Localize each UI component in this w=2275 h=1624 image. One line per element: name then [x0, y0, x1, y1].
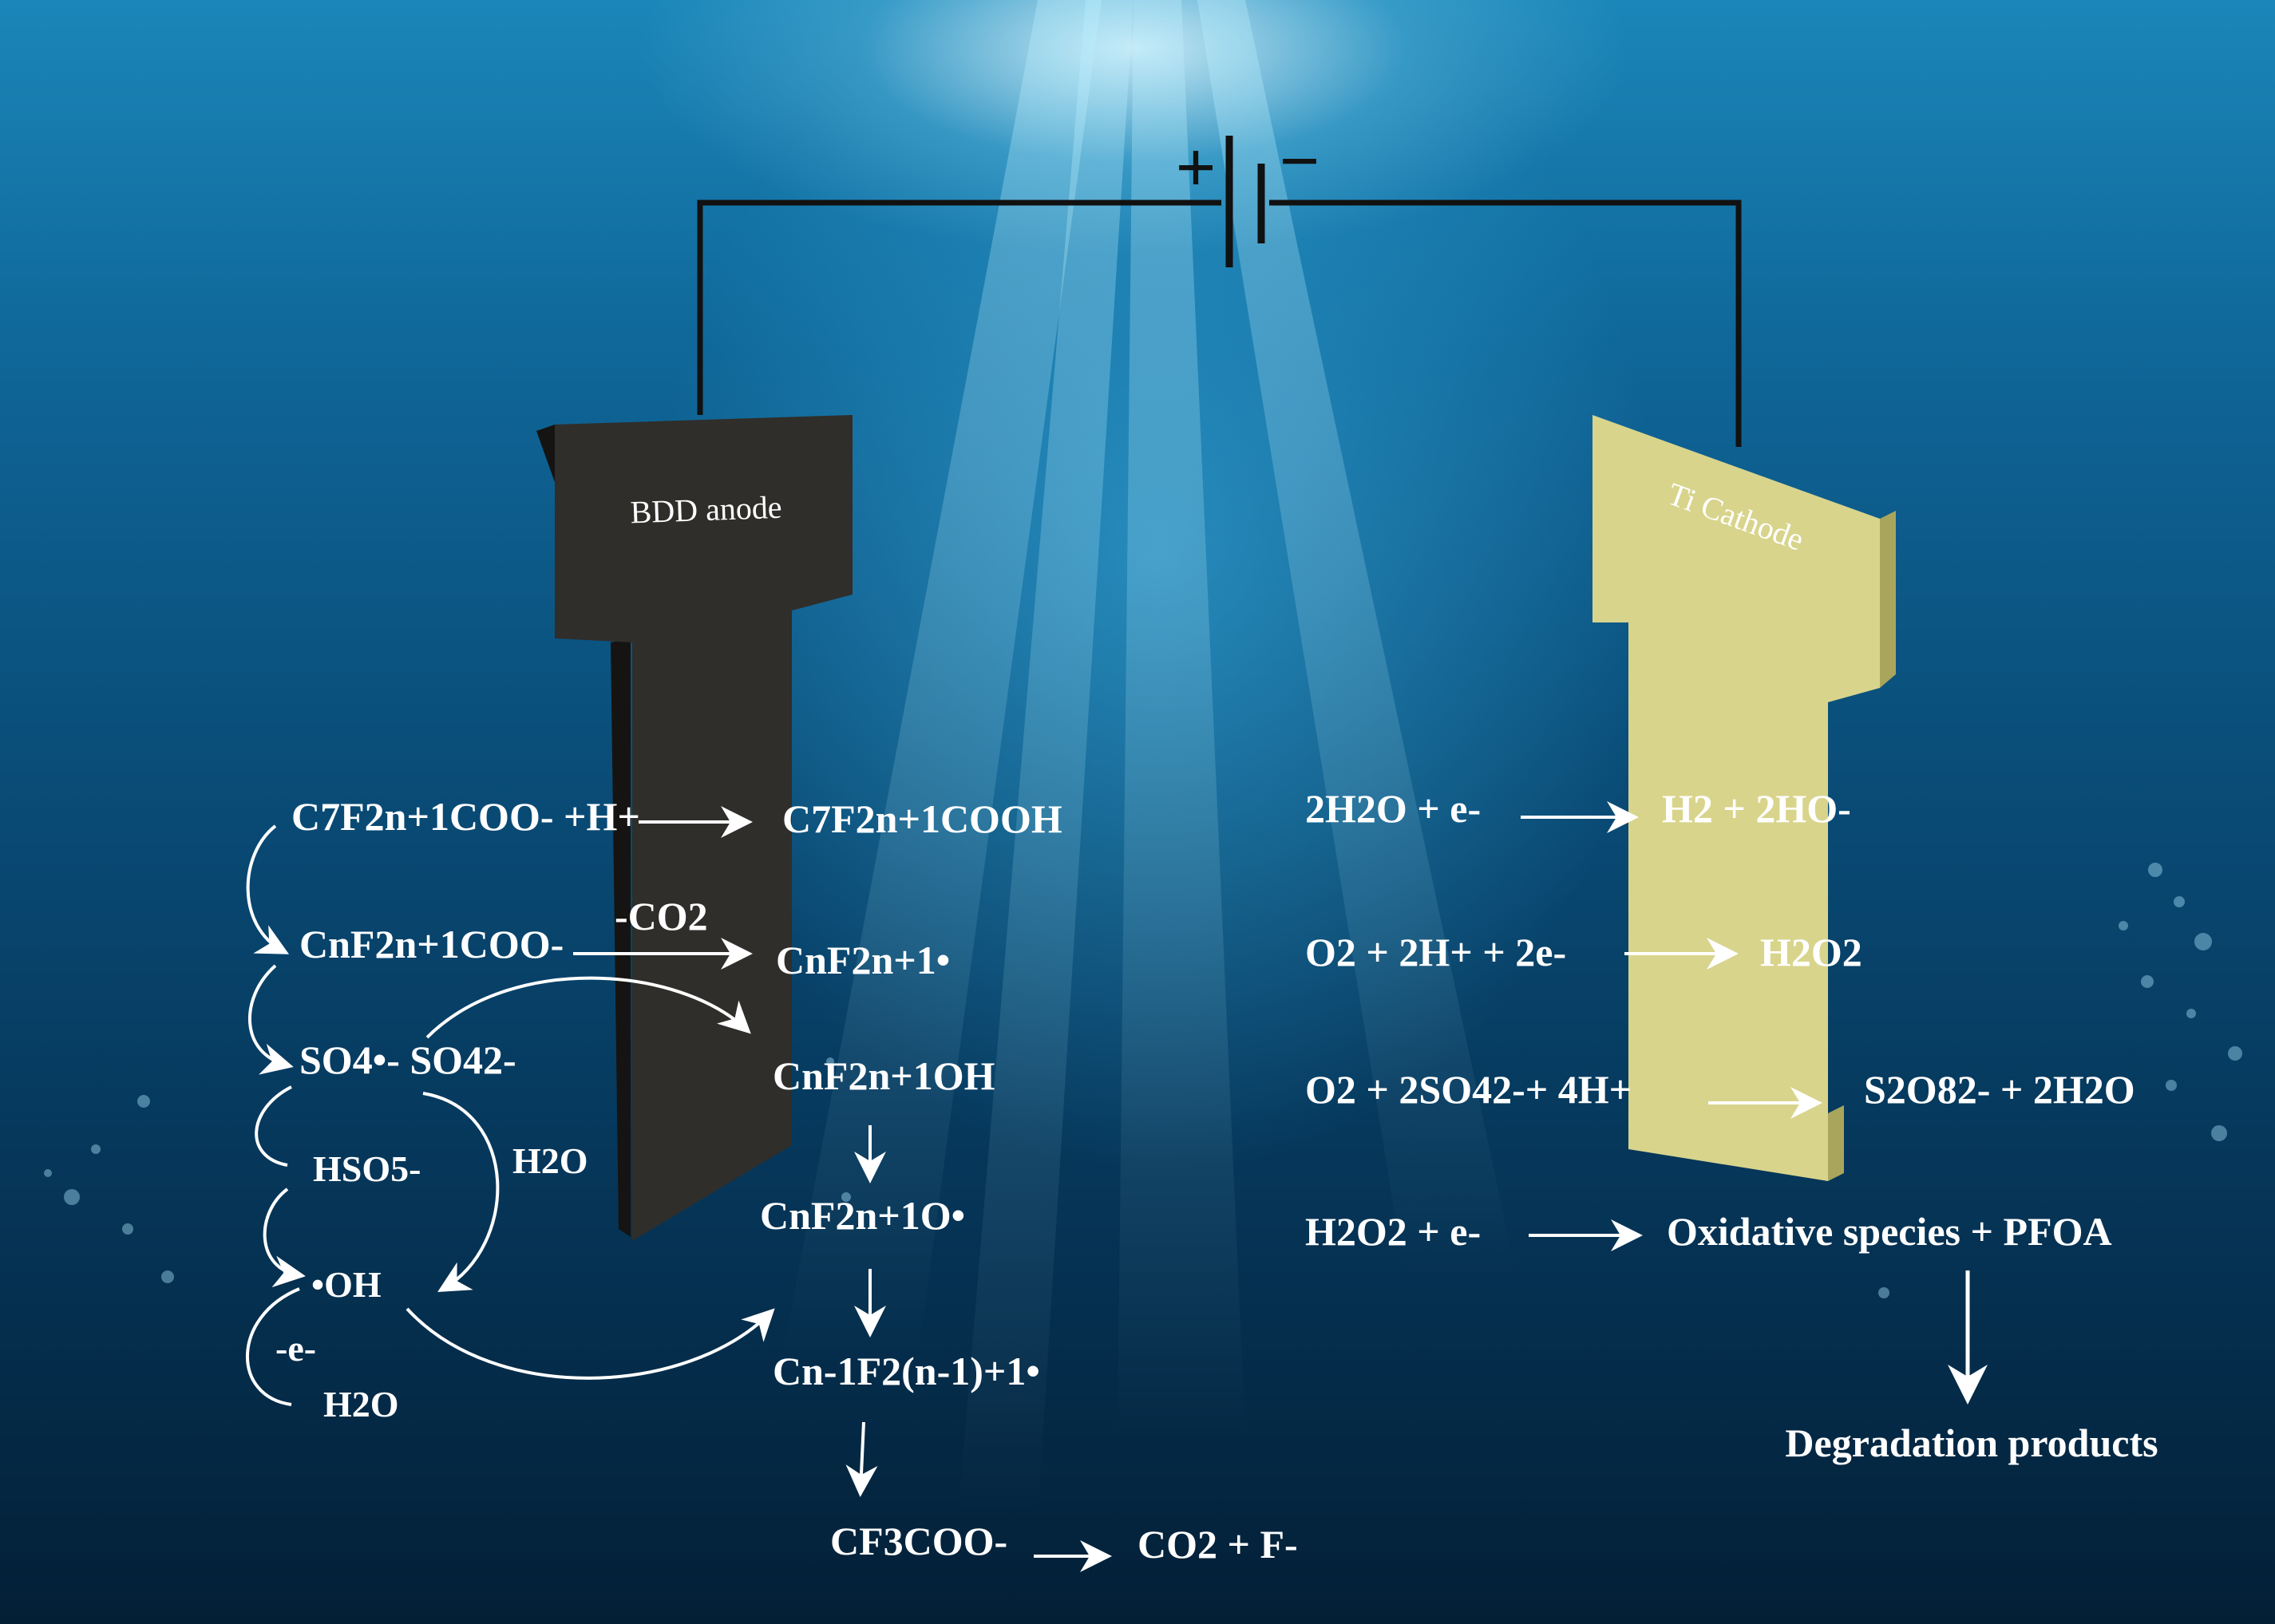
light-rays [782, 0, 1517, 1516]
hydroxyl-radical: •OH [311, 1264, 382, 1305]
bdd-anode: BDD anode [536, 415, 853, 1241]
trifluoroacetate: CF3COO- [830, 1519, 1007, 1563]
cathode-reaction-3-right: S2O82- + 2H2O [1864, 1067, 2135, 1112]
peroxymonosulfate: HSO5- [313, 1148, 421, 1189]
reaction-pfoa-protonation-left: C7F2n+1COO- +H+ [291, 794, 640, 839]
battery-positive-sign: + [1175, 128, 1216, 207]
shortened-perfluoroalkyl-radical: Cn-1F2(n-1)+1• [773, 1349, 1040, 1393]
curve-arrow-2 [248, 964, 294, 1075]
reaction-pfoa-protonation-right: C7F2n+1COOH [782, 796, 1062, 841]
external-circuit: + − [697, 122, 1742, 447]
circuit-wire-right [1269, 200, 1742, 447]
cathode-reaction-2-right: H2O2 [1760, 930, 1862, 974]
curve-arrow-5 [245, 1287, 300, 1406]
ti-cathode: Ti Cathode [1592, 415, 1896, 1181]
perfluoroalkyl-radical: CnF2n+1• [776, 938, 950, 982]
cathode-reaction-1-left: 2H2O + e- [1305, 786, 1481, 831]
perfluorocarboxylate: CnF2n+1COO- [299, 922, 564, 966]
curve-arrow-1 [246, 824, 290, 954]
cathode-reaction-3-left: O2 + 2SO42-+ 4H+ [1305, 1067, 1632, 1112]
water-label-side: H2O [512, 1140, 588, 1181]
decarboxylation-label: -CO2 [615, 894, 708, 938]
cathode-reaction-4-right: Oxidative species + PFOA [1667, 1209, 2112, 1254]
mineralization-products: CO2 + F- [1138, 1522, 1298, 1567]
cathode-mechanism: 2H2O + e- H2 + 2HO- O2 + 2H+ + 2e- H2O2 … [1305, 786, 2158, 1465]
cathode-reaction-4-left: H2O2 + e- [1305, 1209, 1481, 1254]
anode-plate [555, 415, 853, 1241]
anode-label: BDD anode [630, 489, 782, 531]
bubbles [44, 863, 2242, 1298]
circuit-wire-left [697, 200, 1221, 415]
electron-loss-label: -e- [275, 1328, 316, 1369]
degradation-products: Degradation products [1785, 1421, 2158, 1465]
curve-arrow-sulfate-to-oh [422, 1092, 500, 1293]
battery-negative-sign: − [1279, 122, 1320, 201]
curve-arrow-4 [263, 1187, 306, 1288]
water-label-bottom: H2O [323, 1384, 399, 1424]
arrow-radical-to-tfa [845, 1421, 878, 1497]
perfluoro-alcohol: CnF2n+1OH [773, 1053, 995, 1098]
curve-arrow-3 [255, 1085, 292, 1167]
cathode-reaction-2-left: O2 + 2H+ + 2e- [1305, 930, 1566, 974]
sulfate-species: SO4•- SO42- [299, 1037, 516, 1082]
curve-arrow-oh-to-alkyl [406, 1307, 775, 1380]
cathode-plate [1592, 415, 1880, 1181]
cathode-reaction-1-right: H2 + 2HO- [1662, 786, 1851, 831]
anode-mechanism: C7F2n+1COO- +H+ C7F2n+1COOH CnF2n+1COO- … [245, 794, 1298, 1572]
perfluoroalkoxy-radical: CnF2n+1O• [760, 1193, 965, 1238]
curve-arrow-sulfate-to-radical [425, 976, 751, 1039]
